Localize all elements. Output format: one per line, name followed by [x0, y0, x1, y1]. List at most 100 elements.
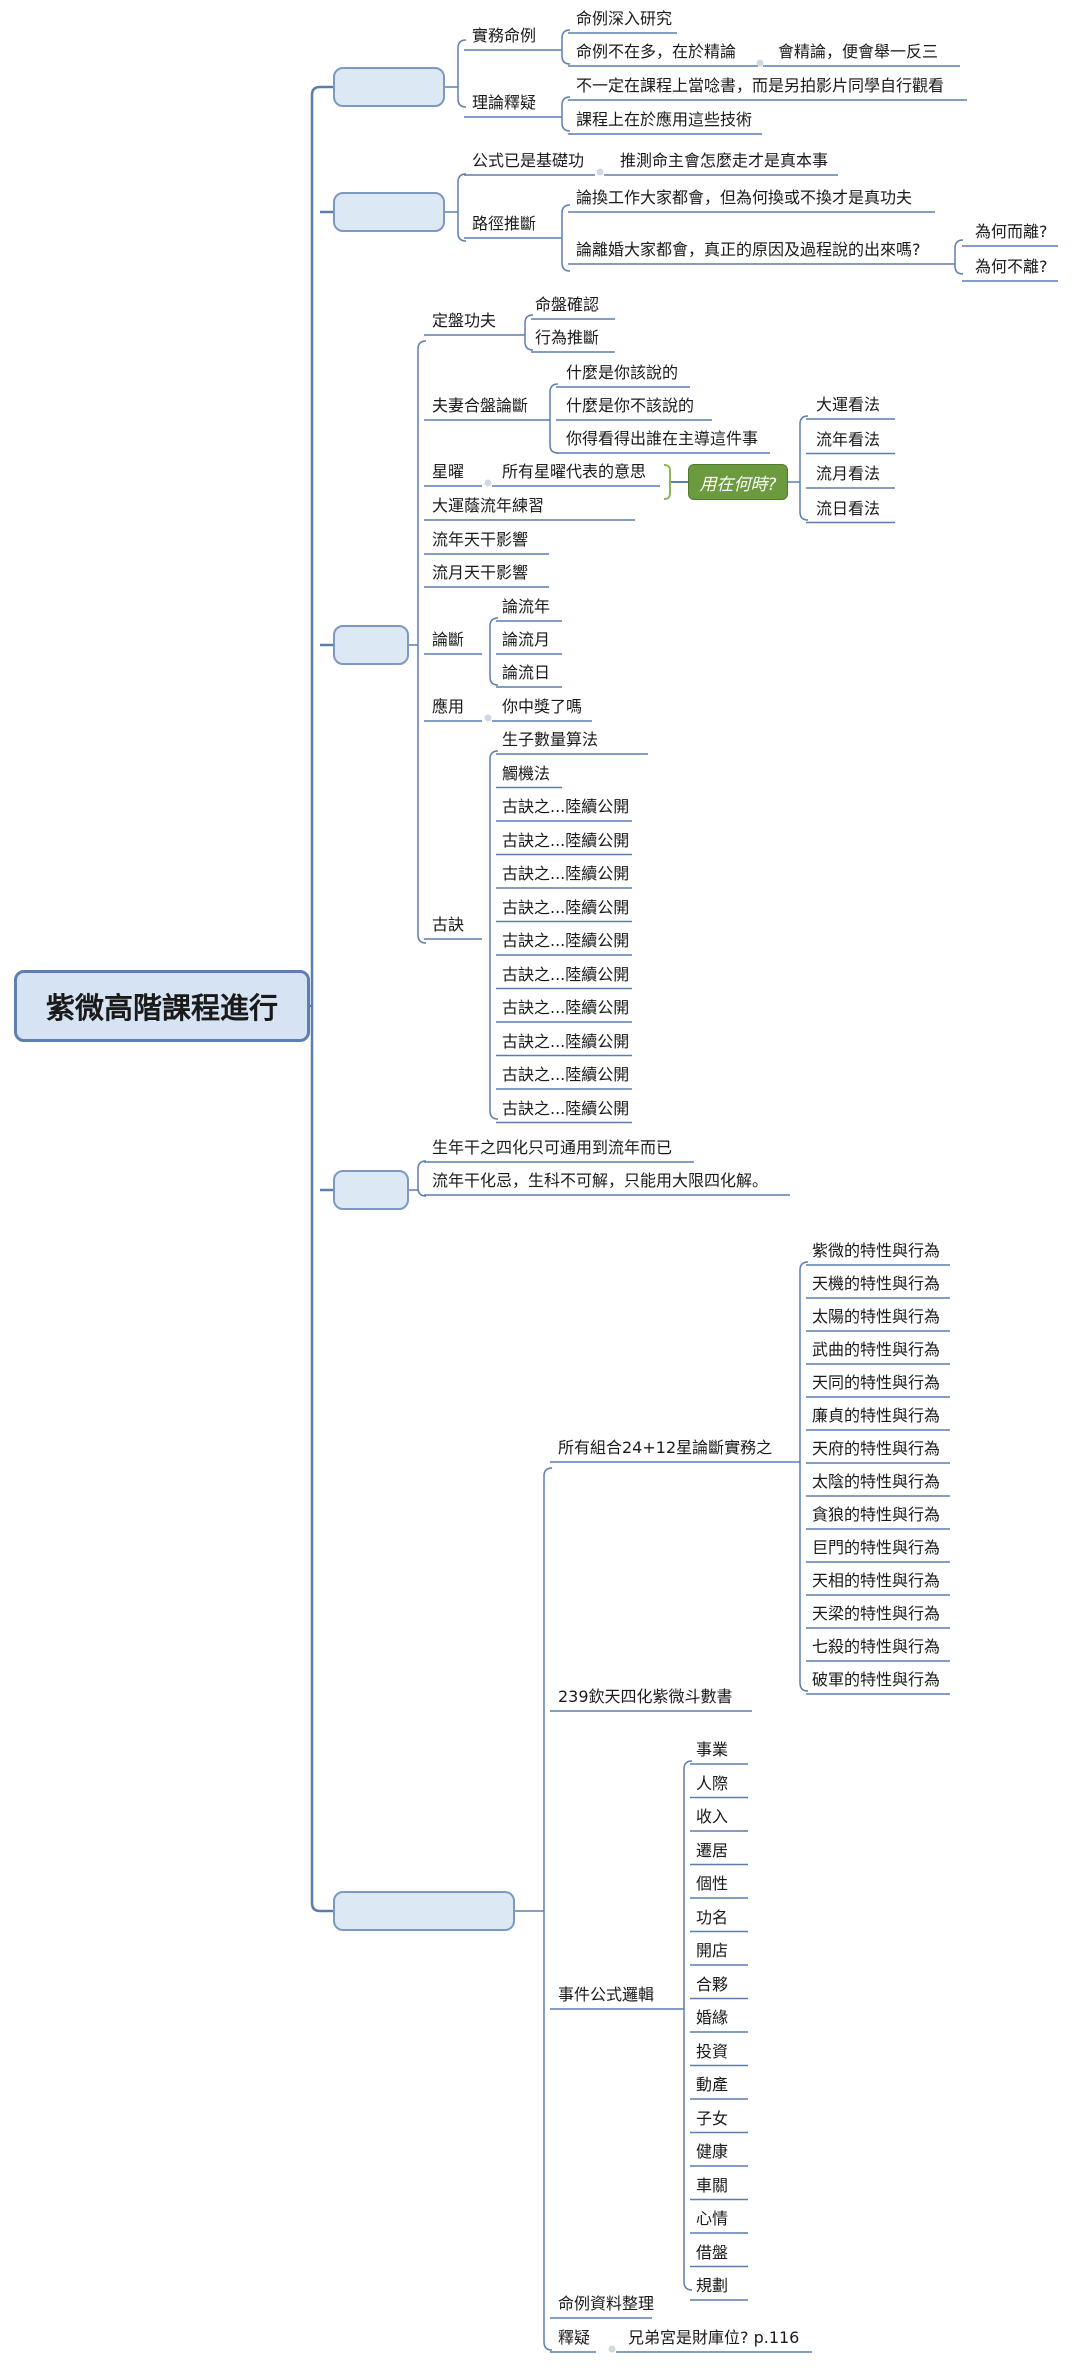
item-theory-apply[interactable]: 課程上在於應用這些技術: [576, 110, 753, 129]
item-star-behavior[interactable]: 七殺的特性與行為: [812, 1637, 941, 1656]
item-trigger-method[interactable]: 觸機法: [502, 763, 551, 783]
item-star-behavior[interactable]: 巨門的特性與行為: [812, 1538, 941, 1557]
topic-judgement[interactable]: 論斷: [432, 630, 465, 649]
item-event-11[interactable]: 子女: [696, 2108, 729, 2128]
topic-application[interactable]: 應用: [432, 697, 465, 716]
item-star-behavior[interactable]: 天機的特性與行為: [812, 1274, 941, 1293]
item-star-behavior[interactable]: 太陽的特性與行為: [812, 1307, 941, 1326]
item-decade-view[interactable]: 大運看法: [816, 395, 881, 414]
connector-curve: [561, 96, 571, 106]
item-case-quality[interactable]: 命例不在多，在於精論: [576, 42, 737, 61]
item-chart-confirm[interactable]: 命盤確認: [535, 295, 600, 314]
topic-decade-practice[interactable]: 大運蔭流年練習: [432, 496, 545, 515]
topic-faq[interactable]: 釋疑: [558, 2328, 591, 2347]
item-formula-coming-soon[interactable]: 古訣之...陸續公開: [502, 931, 630, 950]
item-star-behavior[interactable]: 天府的特性與行為: [812, 1439, 941, 1458]
item-lottery[interactable]: 你中獎了嗎: [502, 697, 583, 716]
item-star-meanings[interactable]: 所有星曜代表的意思: [502, 462, 647, 481]
item-why-divorce[interactable]: 為何而離?: [975, 222, 1048, 241]
item-event-0[interactable]: 事業: [696, 1740, 729, 1759]
concept-year-stem-jihua[interactable]: 流年干化忌，生科不可解，只能用大限四化解。: [432, 1171, 769, 1190]
topic-theory-faq[interactable]: 理論釋疑: [472, 93, 537, 112]
topic-case-data[interactable]: 命例資料整理: [558, 2294, 655, 2313]
topic-year-stem[interactable]: 流年天干影響: [432, 530, 529, 549]
item-formula-coming-soon[interactable]: 古訣之...陸續公開: [502, 964, 630, 984]
item-year-view[interactable]: 流年看法: [816, 429, 881, 449]
item-event-10[interactable]: 動產: [696, 2075, 729, 2094]
topic-event-formula[interactable]: 事件公式邏輯: [558, 1985, 655, 2004]
item-star-behavior[interactable]: 太陰的特性與行為: [812, 1472, 941, 1491]
item-event-14[interactable]: 心情: [696, 2209, 729, 2228]
branch-node-video[interactable]: [333, 1891, 515, 1931]
when-to-use-bubble[interactable]: 用在何時?: [688, 464, 788, 500]
topic-month-stem[interactable]: 流月天干影響: [432, 563, 529, 582]
item-theory-video[interactable]: 不一定在課程上當唸書，而是另拍影片同學自行觀看: [576, 76, 945, 95]
item-should-not-say[interactable]: 什麼是你不該說的: [566, 396, 695, 415]
item-job-change[interactable]: 論換工作大家都會，但為何換或不換才是真功夫: [576, 188, 913, 207]
root-node[interactable]: 紫微高階課程進行: [14, 970, 310, 1042]
item-behavior-infer[interactable]: 行為推斷: [535, 328, 600, 347]
item-formula-coming-soon[interactable]: 古訣之...陸續公開: [502, 1031, 630, 1051]
item-sibling-palace[interactable]: 兄弟宮是財庫位? p.116: [628, 2328, 800, 2347]
item-children-count[interactable]: 生子數量算法: [502, 730, 599, 749]
item-star-behavior[interactable]: 貪狼的特性與行為: [812, 1505, 941, 1524]
item-formula-coming-soon[interactable]: 古訣之...陸續公開: [502, 864, 630, 883]
item-star-behavior[interactable]: 破軍的特性與行為: [812, 1670, 941, 1689]
item-formula-coming-soon[interactable]: 古訣之...陸續公開: [502, 998, 630, 1017]
item-star-behavior[interactable]: 天同的特性與行為: [812, 1373, 941, 1392]
connector-curve: [457, 98, 467, 108]
item-who-leads[interactable]: 你得看得出誰在主導這件事: [566, 429, 759, 448]
topic-couple-analysis[interactable]: 夫妻合盤論斷: [432, 396, 529, 415]
item-formula-coming-soon[interactable]: 古訣之...陸續公開: [502, 897, 630, 917]
topic-case-practice[interactable]: 實務命例: [472, 26, 537, 45]
connector-curve: [799, 1682, 809, 1692]
item-event-2[interactable]: 收入: [696, 1807, 729, 1826]
item-event-1[interactable]: 人際: [696, 1773, 729, 1793]
branch-node-concept[interactable]: [333, 1170, 409, 1210]
item-judge-day[interactable]: 論流日: [502, 663, 551, 682]
item-event-7[interactable]: 合夥: [696, 1974, 729, 1994]
topic-star-combos[interactable]: 所有組合24+12星論斷實務之: [558, 1438, 773, 1457]
item-judge-year[interactable]: 論流年: [502, 597, 551, 616]
item-judge-month[interactable]: 論流月: [502, 630, 551, 649]
item-event-16[interactable]: 規劃: [696, 2276, 729, 2295]
topic-path-inference[interactable]: 路徑推斷: [472, 214, 537, 233]
item-event-6[interactable]: 開店: [696, 1941, 729, 1960]
branch-node-focus[interactable]: [333, 192, 445, 232]
item-star-behavior[interactable]: 天相的特性與行為: [812, 1571, 941, 1590]
item-divorce-reason[interactable]: 論離婚大家都會，真正的原因及過程說的出來嗎?: [576, 240, 921, 259]
item-formula-coming-soon[interactable]: 古訣之...陸續公開: [502, 1065, 630, 1084]
item-formula-coming-soon[interactable]: 古訣之...陸續公開: [502, 1098, 630, 1118]
item-event-13[interactable]: 車關: [696, 2175, 729, 2195]
item-star-behavior[interactable]: 天梁的特性與行為: [812, 1604, 941, 1623]
item-event-8[interactable]: 婚緣: [696, 2008, 729, 2027]
item-case-deep-study[interactable]: 命例深入研究: [576, 9, 673, 28]
connector-curve: [954, 239, 964, 249]
item-star-behavior[interactable]: 武曲的特性與行為: [812, 1340, 941, 1359]
item-star-behavior[interactable]: 廉貞的特性與行為: [812, 1406, 941, 1425]
connector-curve: [561, 55, 571, 65]
item-event-5[interactable]: 功名: [696, 1907, 729, 1927]
item-event-3[interactable]: 遷居: [696, 1840, 729, 1860]
branch-node-method[interactable]: [333, 67, 445, 107]
item-event-15[interactable]: 借盤: [696, 2242, 729, 2262]
item-star-behavior[interactable]: 紫微的特性與行為: [812, 1241, 941, 1260]
item-event-4[interactable]: 個性: [696, 1874, 729, 1893]
item-day-view[interactable]: 流日看法: [816, 498, 881, 518]
item-formula-coming-soon[interactable]: 古訣之...陸續公開: [502, 797, 630, 816]
item-should-say[interactable]: 什麼是你該說的: [566, 363, 679, 382]
concept-birth-year-transform[interactable]: 生年干之四化只可通用到流年而已: [432, 1138, 673, 1157]
item-predict-path[interactable]: 推測命主會怎麼走才是真本事: [620, 151, 829, 170]
branch-node-technique[interactable]: [333, 625, 409, 665]
topic-ancient-formula[interactable]: 古訣: [432, 915, 465, 934]
topic-stars[interactable]: 星曜: [432, 462, 465, 481]
item-event-12[interactable]: 健康: [696, 2142, 729, 2161]
item-why-not-divorce[interactable]: 為何不離?: [975, 257, 1048, 276]
item-month-view[interactable]: 流月看法: [816, 464, 881, 483]
topic-formula-basic[interactable]: 公式已是基礎功: [472, 151, 585, 170]
topic-239-book[interactable]: 239欽天四化紫微斗數書: [558, 1687, 733, 1706]
item-case-generalize[interactable]: 會精論，便會舉一反三: [778, 42, 939, 61]
item-event-9[interactable]: 投資: [696, 2041, 729, 2061]
item-formula-coming-soon[interactable]: 古訣之...陸續公開: [502, 830, 630, 850]
topic-chart-calibration[interactable]: 定盤功夫: [432, 311, 497, 330]
